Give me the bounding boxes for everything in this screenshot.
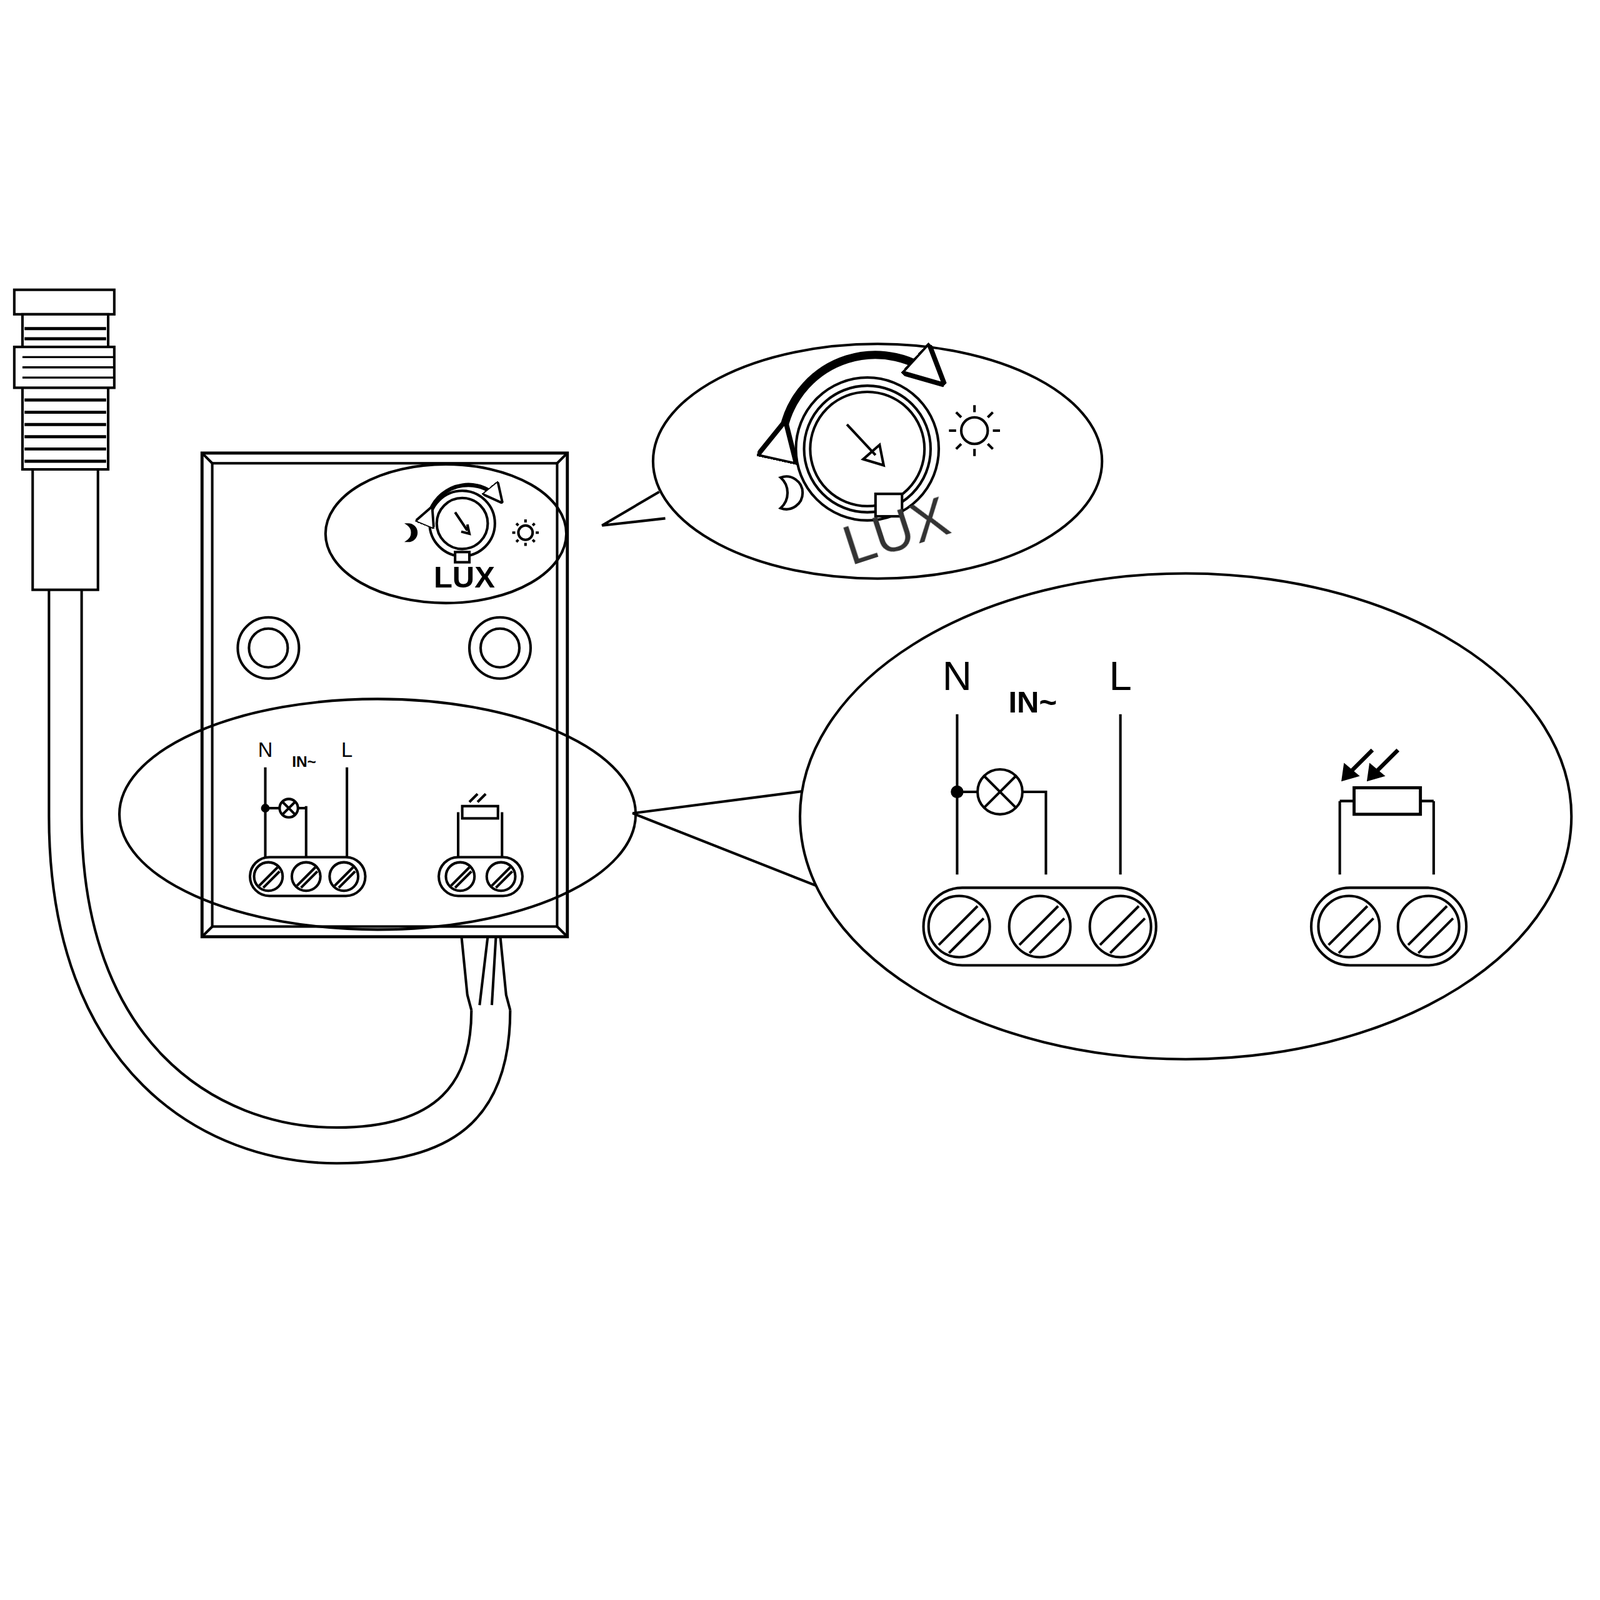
lux-knob	[325, 464, 567, 604]
terminal-label: L	[341, 740, 353, 761]
terminal-label: N	[942, 655, 972, 696]
device-housing	[201, 453, 567, 937]
terminal-label: IN~	[1008, 686, 1057, 718]
terminal-label: IN~	[291, 753, 317, 769]
terminal-label: N	[258, 740, 274, 761]
light-sensor	[14, 290, 115, 590]
terminal-label: L	[1108, 655, 1132, 696]
knob-label: LUX	[433, 562, 495, 594]
lux-knob-zoom	[601, 343, 1102, 579]
terminals	[119, 698, 636, 930]
terminals-zoom	[632, 573, 1572, 1060]
